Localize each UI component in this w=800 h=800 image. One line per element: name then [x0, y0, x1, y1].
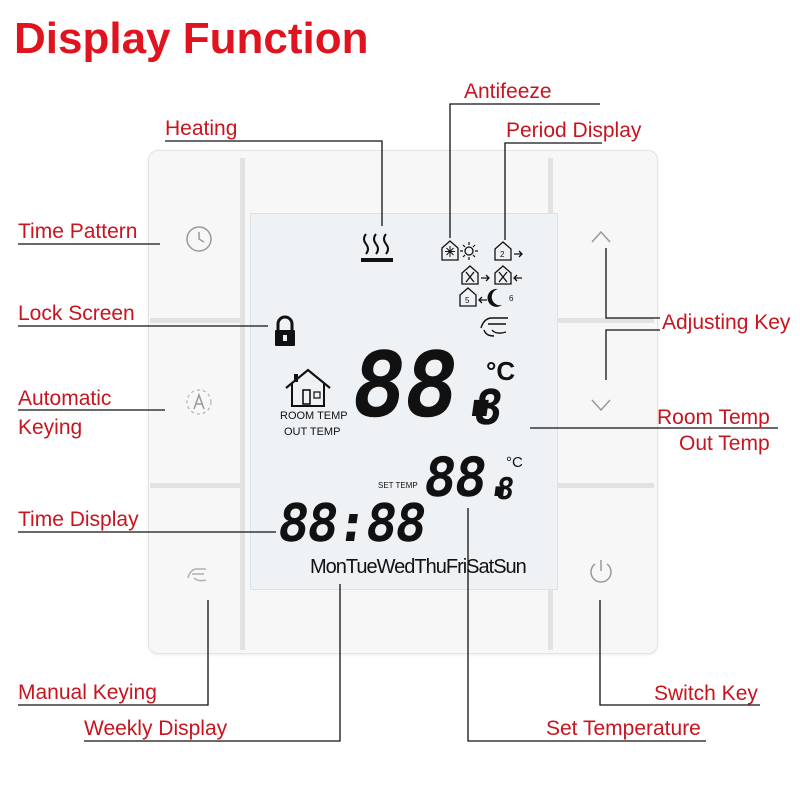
- period-display-label: Period Display: [506, 119, 642, 142]
- lock-icon: [275, 315, 295, 346]
- svg-text:6: 6: [509, 294, 514, 303]
- set-temperature-leader: [467, 508, 706, 742]
- left-divider-1: [150, 318, 242, 323]
- period-display-leader: [504, 142, 602, 240]
- manual-keying-leader: [18, 600, 209, 706]
- room-temp-label: Room Temp: [657, 406, 770, 429]
- right-divider-1: [552, 318, 654, 323]
- time-pattern-label: Time Pattern: [18, 220, 138, 243]
- heating-label: Heating: [165, 117, 238, 140]
- heating-leader: [165, 140, 383, 226]
- main-temp-unit: °C: [486, 356, 516, 386]
- antifreeze-label: Antifeeze: [464, 80, 552, 103]
- out-temp-label: OUT TEMP: [284, 426, 341, 438]
- lock-screen-label: Lock Screen: [18, 302, 135, 325]
- set-temperature-label: Set Temperature: [546, 717, 701, 740]
- automatic-keying-label: Automatic Keying: [18, 387, 112, 439]
- switch-key-leader: [599, 600, 760, 706]
- hand-touch-icon[interactable]: [180, 556, 214, 590]
- antifreeze-leader: [449, 103, 600, 238]
- clock-icon[interactable]: [182, 222, 216, 256]
- weekly-display-label: Weekly Display: [84, 717, 228, 740]
- hand-icon: [480, 317, 508, 337]
- adjusting-key-up-leader: [605, 248, 660, 319]
- down-arrow-icon[interactable]: [586, 390, 616, 420]
- left-groove: [240, 158, 245, 650]
- room-temp-label: ROOM TEMP: [280, 410, 348, 422]
- up-arrow-icon[interactable]: [586, 222, 616, 252]
- weekly-display-leader: [84, 584, 341, 742]
- right-divider-2: [552, 483, 654, 488]
- a-icon[interactable]: [182, 385, 216, 419]
- manual-keying-label: Manual Keying: [18, 681, 157, 704]
- left-divider-2: [150, 483, 242, 488]
- power-icon[interactable]: [584, 554, 618, 588]
- out-temp-label: Out Temp: [679, 432, 770, 455]
- time-display-label: Time Display: [18, 508, 139, 531]
- heating-icon: [361, 233, 393, 262]
- svg-text:5: 5: [465, 296, 470, 305]
- svg-text:2: 2: [500, 250, 505, 259]
- house-icon: [285, 368, 331, 407]
- set-temp-unit: °C: [506, 454, 523, 471]
- adjusting-key-label: Adjusting Key: [662, 311, 791, 334]
- moon-icon: 5 6: [459, 287, 514, 307]
- adjusting-key-down-leader: [605, 329, 660, 380]
- page-title: Display Function: [14, 14, 369, 63]
- switch-key-label: Switch Key: [654, 682, 758, 705]
- period-house-icon: [461, 265, 490, 285]
- weekdays-row: MonTueWedThuFriSatSun: [310, 556, 527, 578]
- set-temp-label: SET TEMP: [378, 481, 418, 490]
- lcd-screen: [250, 213, 558, 590]
- period-house-icon: 2: [494, 241, 523, 285]
- snowflake-house-icon: [441, 240, 478, 261]
